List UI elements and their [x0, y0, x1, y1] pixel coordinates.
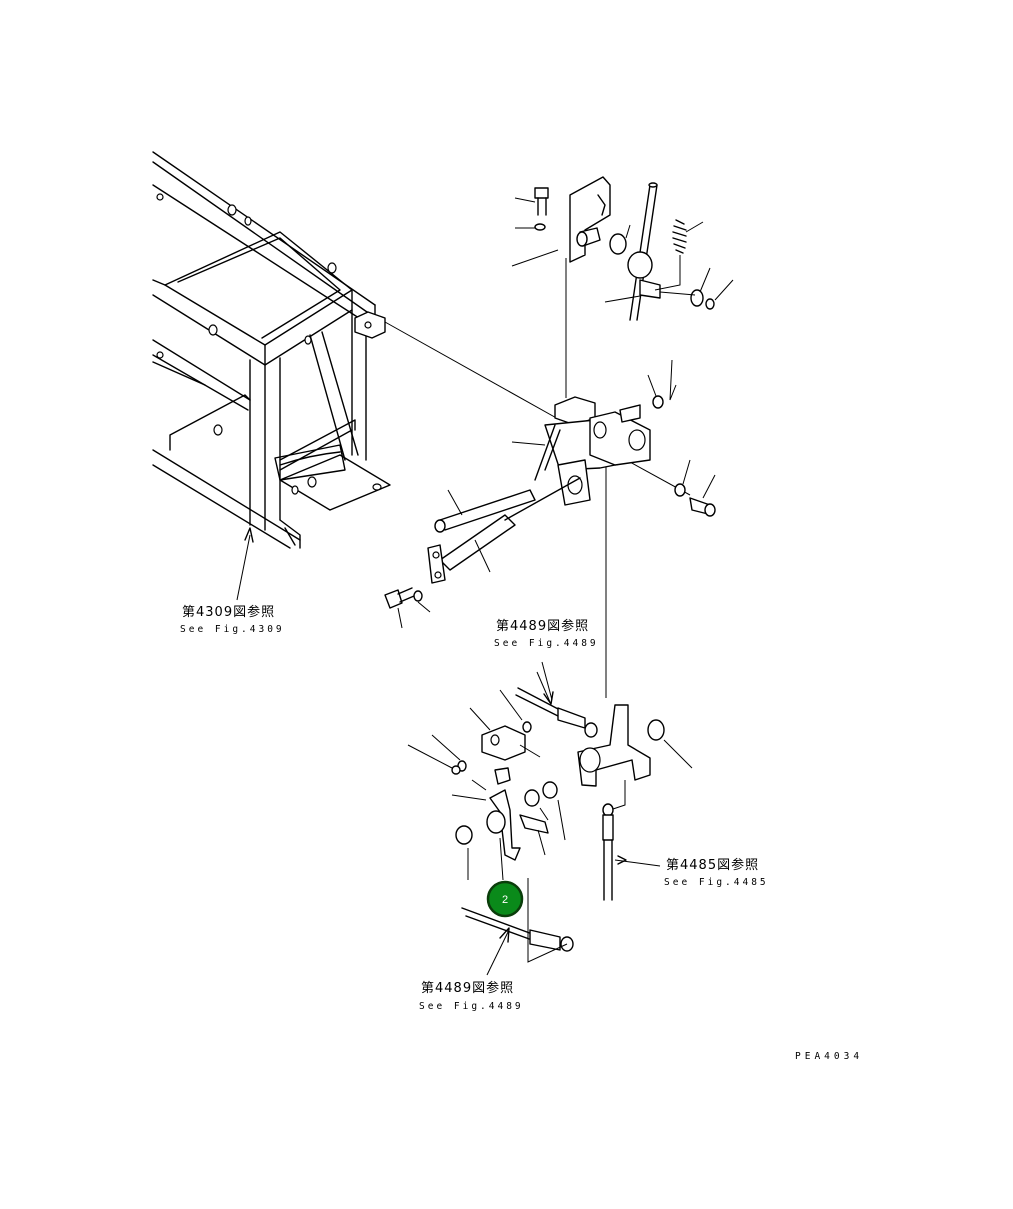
- callout-circle[interactable]: [486, 880, 524, 918]
- frame-assembly: [152, 151, 391, 549]
- ref-4309-jp: 第4309図参照: [182, 604, 275, 620]
- upper-lever-group: [511, 176, 734, 321]
- reference-arrows: [236, 527, 554, 976]
- ref-4489-bottom-jp: 第4489図参照: [421, 980, 514, 996]
- callout-badge[interactable]: 2: [486, 880, 524, 918]
- ref-4489-bottom-en: See Fig.4489: [419, 1001, 524, 1012]
- drawing-code: PEA4034: [795, 1051, 863, 1062]
- lower-assembly: [407, 661, 693, 963]
- ref-4489-top-jp: 第4489図参照: [496, 618, 589, 634]
- ref-4485-jp: 第4485図参照: [666, 857, 759, 873]
- callout-number: 2: [502, 894, 508, 906]
- ref-4489-top-en: See Fig.4489: [494, 638, 599, 649]
- ref-4309-en: See Fig.4309: [180, 624, 285, 635]
- main-bracket: [384, 359, 716, 629]
- ref-4485-en: See Fig.4485: [664, 877, 769, 888]
